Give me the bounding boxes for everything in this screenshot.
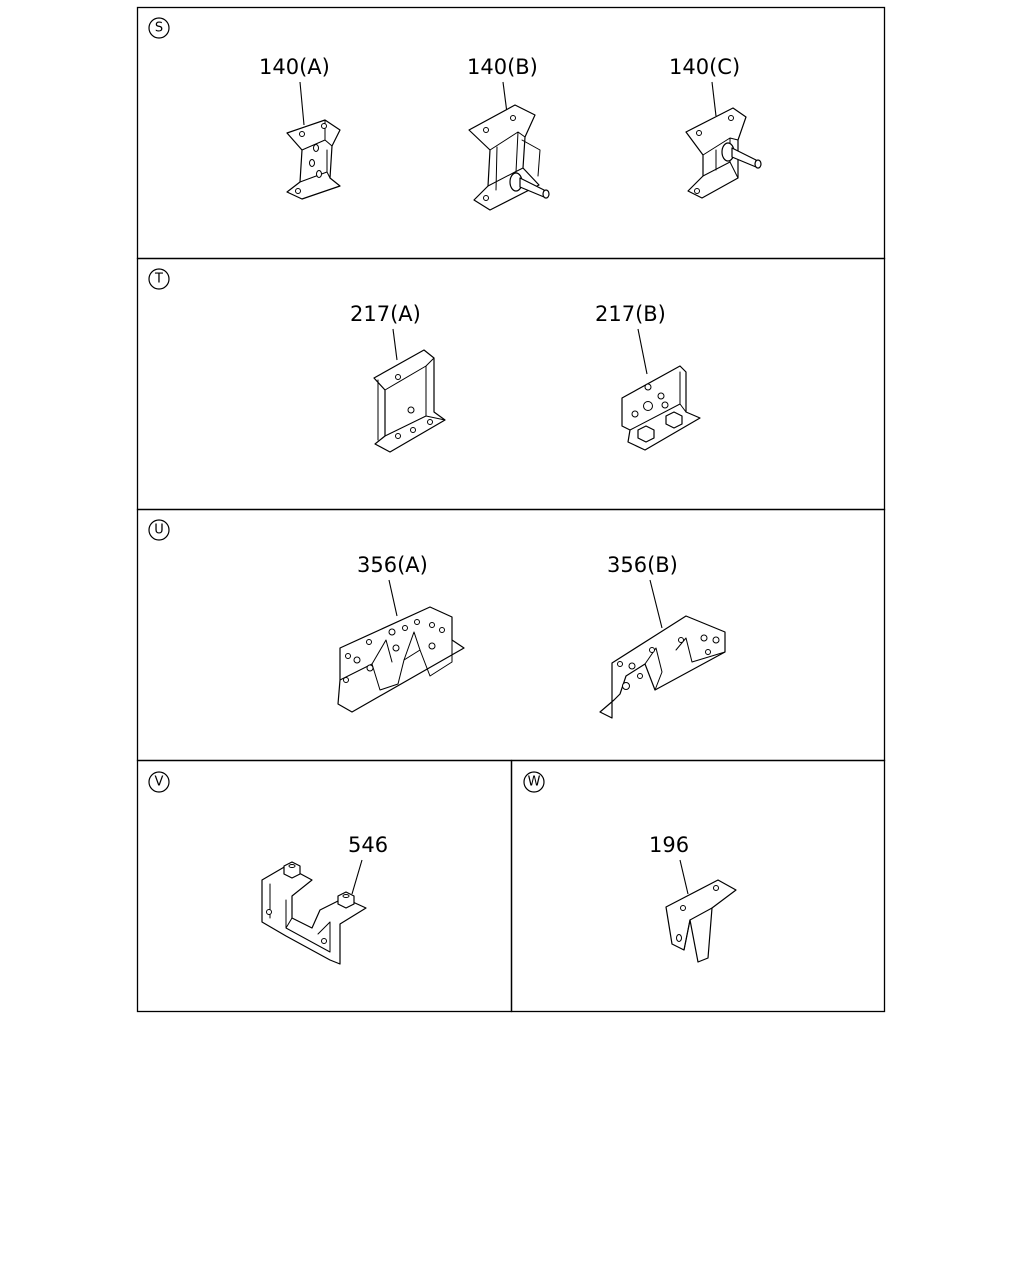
callout-140b: 140(B)	[467, 55, 538, 79]
panel-t-frame	[136, 257, 886, 511]
callout-217b: 217(B)	[595, 302, 666, 326]
part-356a: 356(A)	[337, 553, 465, 713]
section-marker-w: W	[523, 771, 545, 793]
part-140a: 140(A)	[259, 55, 341, 200]
part-140c: 140(C)	[669, 55, 762, 199]
part-217a: 217(A)	[350, 302, 446, 453]
panel-u-frame	[136, 508, 886, 762]
section-marker-u: U	[148, 519, 170, 541]
callout-140a: 140(A)	[259, 55, 330, 79]
callout-546: 546	[348, 833, 388, 857]
section-marker-t-text: T	[154, 272, 163, 287]
section-marker-v-text: V	[155, 775, 164, 790]
part-217b: 217(B)	[595, 302, 701, 451]
section-marker-w-text: W	[528, 775, 541, 790]
section-marker-s: S	[148, 17, 170, 39]
section-marker-u-text: U	[154, 523, 164, 538]
panel-w-frame	[510, 759, 886, 1013]
callout-217a: 217(A)	[350, 302, 421, 326]
panel-v-frame	[136, 759, 513, 1013]
part-356b: 356(B)	[599, 553, 726, 719]
callout-356a: 356(A)	[357, 553, 428, 577]
section-marker-s-text: S	[155, 21, 163, 36]
callout-196: 196	[649, 833, 689, 857]
callout-140c: 140(C)	[669, 55, 740, 79]
section-marker-t: T	[148, 268, 170, 290]
callout-356b: 356(B)	[607, 553, 678, 577]
part-196: 196	[649, 833, 737, 963]
section-marker-v: V	[148, 771, 170, 793]
part-140b: 140(B)	[467, 55, 550, 211]
panel-frames	[136, 6, 886, 1013]
part-546: 546	[261, 833, 388, 965]
